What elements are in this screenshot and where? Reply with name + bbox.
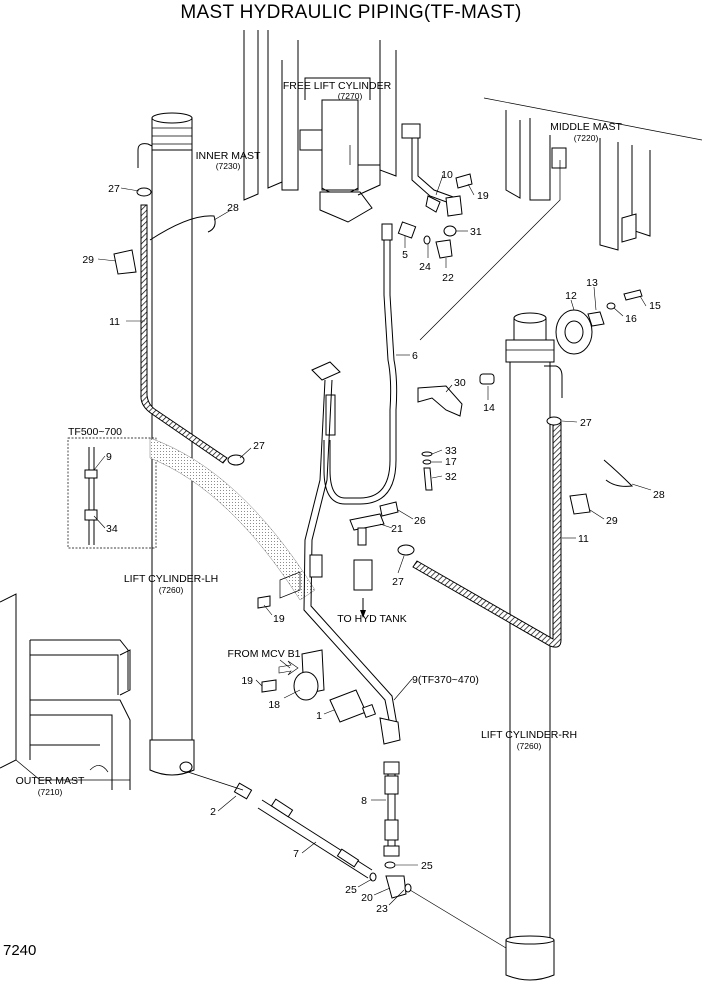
hose-11-rh — [412, 419, 562, 648]
callout-11a: 11 — [109, 316, 120, 328]
callout-31: 31 — [470, 226, 482, 238]
middle-mast — [419, 97, 702, 341]
callout-20: 20 — [361, 892, 373, 904]
label-tf500-700: TF500~700 — [68, 426, 122, 438]
callout-33: 33 — [445, 445, 457, 457]
label-from-mcv: FROM MCV B1 — [228, 648, 301, 660]
callout-19a: 19 — [477, 190, 489, 202]
callout-27a: 27 — [108, 183, 120, 195]
label-lift-cylinder-rh: LIFT CYLINDER-RH — [481, 729, 577, 741]
callout-25a: 25 — [421, 860, 433, 872]
callout-numbers: 1 2 5 6 7 8 9 10 11 11 12 13 14 15 16 17… — [82, 169, 665, 915]
callout-18: 18 — [268, 699, 280, 711]
callout-32: 32 — [445, 471, 457, 483]
label-inner-mast-code: (7230) — [216, 161, 241, 171]
callout-19c: 19 — [241, 675, 253, 687]
callout-24: 24 — [419, 261, 431, 273]
outer-mast — [0, 593, 131, 790]
diagram-title: MAST HYDRAULIC PIPING(TF-MAST) — [180, 2, 522, 23]
lift-cylinder-rh — [505, 312, 563, 981]
label-free-lift-cylinder-code: (7270) — [338, 91, 363, 101]
callout-29b: 29 — [606, 515, 618, 527]
callout-8: 8 — [361, 795, 367, 807]
label-to-hyd-tank: TO HYD TANK — [337, 613, 406, 625]
label-outer-mast: OUTER MAST — [16, 775, 85, 787]
callout-12: 12 — [565, 290, 577, 302]
callout-1: 1 — [316, 710, 322, 722]
free-lift-cylinder — [304, 77, 381, 223]
inner-mast — [243, 30, 397, 201]
label-lift-cylinder-rh-code: (7260) — [517, 741, 542, 751]
callout-21: 21 — [391, 523, 403, 535]
label-middle-mast-code: (7220) — [574, 133, 599, 143]
label-outer-mast-code: (7210) — [38, 787, 63, 797]
callout-6: 6 — [412, 350, 418, 362]
page-number: 7240 — [3, 942, 37, 959]
leader-lines — [93, 174, 652, 906]
hose-11-lh — [140, 204, 228, 464]
label-part9-variant: 9(TF370~470) — [412, 674, 479, 686]
callout-5: 5 — [402, 249, 408, 261]
clamps-and-straps — [113, 187, 634, 556]
callout-27b: 27 — [253, 440, 265, 452]
sheave-and-bracket-parts — [257, 173, 643, 693]
callout-25b: 25 — [345, 884, 357, 896]
callout-9: 9 — [106, 451, 112, 463]
callout-17: 17 — [445, 456, 457, 468]
callout-2: 2 — [210, 806, 216, 818]
callout-15: 15 — [649, 300, 661, 312]
callout-16: 16 — [625, 313, 637, 325]
label-free-lift-cylinder: FREE LIFT CYLINDER — [283, 80, 392, 92]
callout-14: 14 — [483, 402, 495, 414]
label-middle-mast: MIDDLE MAST — [550, 121, 622, 133]
callout-11b: 11 — [578, 533, 589, 545]
callout-28a: 28 — [227, 202, 239, 214]
callout-19b: 19 — [273, 613, 285, 625]
label-lift-cylinder-lh: LIFT CYLINDER-LH — [124, 573, 218, 585]
callout-22: 22 — [442, 272, 454, 284]
callout-13: 13 — [586, 277, 598, 289]
callout-34: 34 — [106, 523, 118, 535]
callout-23: 23 — [376, 903, 388, 915]
pipe-assembly — [187, 123, 507, 949]
tf500-700-detail-box — [67, 437, 316, 601]
callout-27c: 27 — [392, 576, 404, 588]
label-lift-cylinder-lh-code: (7260) — [159, 585, 184, 595]
label-inner-mast: INNER MAST — [196, 150, 261, 162]
callout-30: 30 — [454, 377, 466, 389]
callout-28b: 28 — [653, 489, 665, 501]
callout-10: 10 — [441, 169, 453, 181]
callout-26: 26 — [414, 515, 426, 527]
callout-27d: 27 — [580, 417, 592, 429]
callout-7: 7 — [293, 848, 299, 860]
callout-29a: 29 — [82, 254, 94, 266]
